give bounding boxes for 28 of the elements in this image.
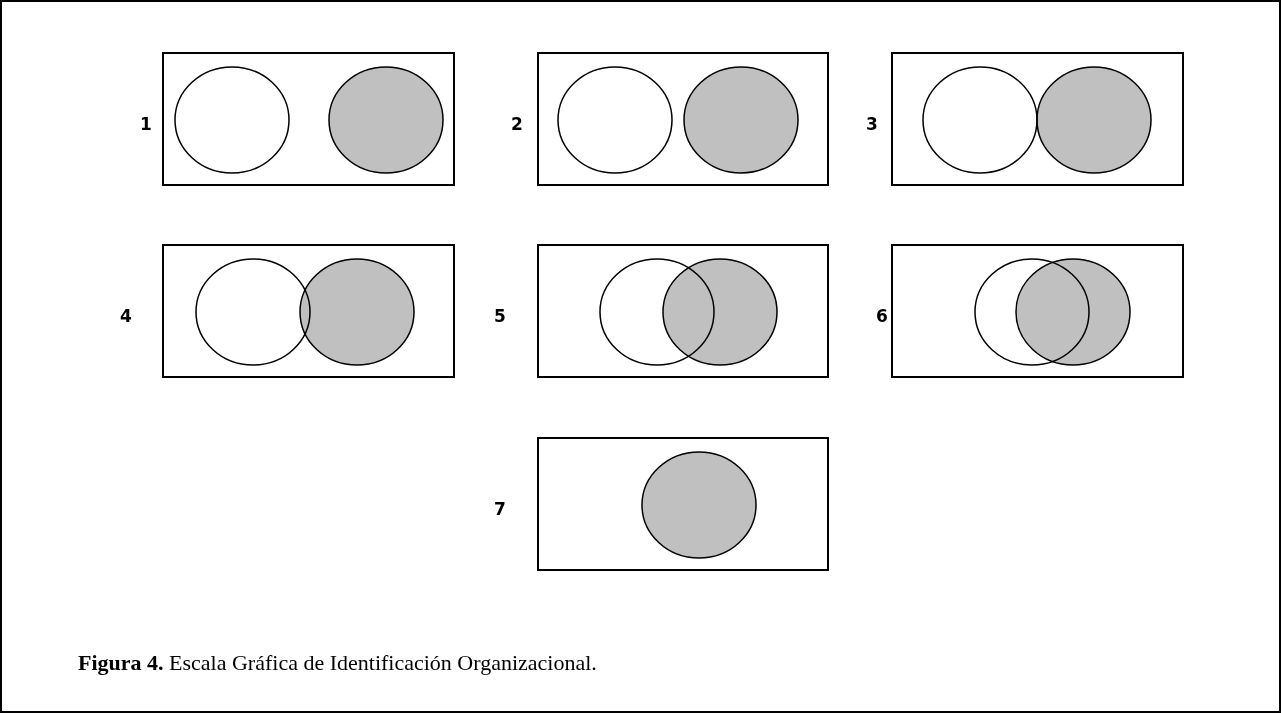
filled-circle xyxy=(328,66,444,174)
scale-number: 1 xyxy=(140,114,152,134)
outline-circle xyxy=(974,258,1090,366)
scale-number: 4 xyxy=(120,306,132,326)
filled-circle xyxy=(641,451,757,559)
scale-box xyxy=(162,52,455,186)
scale-box xyxy=(537,437,829,571)
scale-number: 5 xyxy=(494,306,506,326)
scale-box xyxy=(537,244,829,378)
scale-box xyxy=(162,244,455,378)
outline-circle xyxy=(195,258,311,366)
filled-circle xyxy=(1015,258,1131,366)
filled-circle xyxy=(662,258,778,366)
outline-circle xyxy=(599,258,715,366)
scale-number: 7 xyxy=(494,499,506,519)
outline-circle xyxy=(922,66,1038,174)
outline-circle xyxy=(174,66,290,174)
figure-caption: Figura 4. Escala Gráfica de Identificación Organizacional. xyxy=(78,650,597,676)
scale-box xyxy=(891,244,1184,378)
scale-number: 3 xyxy=(866,114,878,134)
filled-circle xyxy=(683,66,799,174)
scale-box xyxy=(537,52,829,186)
scale-box xyxy=(891,52,1184,186)
scale-number: 6 xyxy=(876,306,888,326)
scale-number: 2 xyxy=(511,114,523,134)
outline-circle xyxy=(557,66,673,174)
filled-circle xyxy=(1036,66,1152,174)
filled-circle xyxy=(299,258,415,366)
